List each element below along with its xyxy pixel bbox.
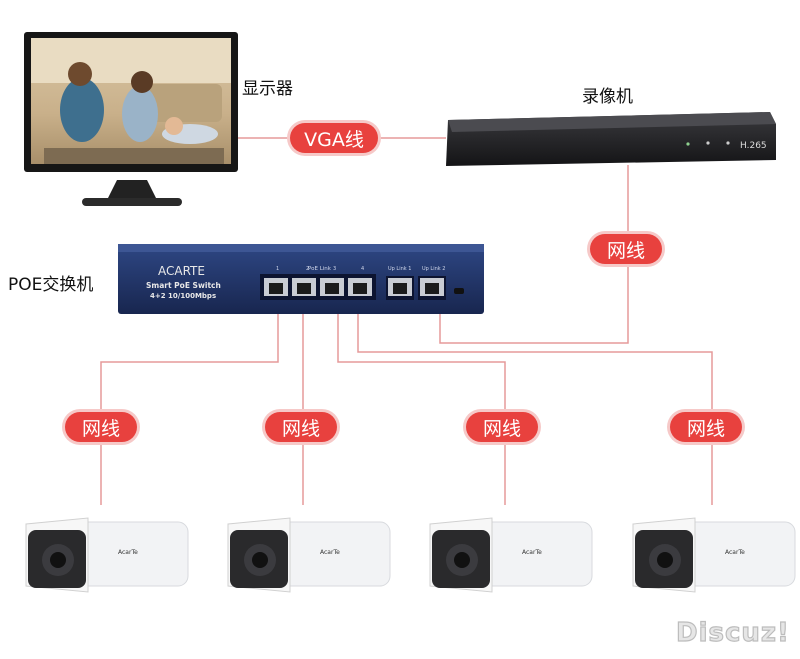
camera-3-brand: AcarTe — [522, 549, 542, 556]
poe-switch-label: POE交换机 — [8, 275, 94, 295]
camera-2-network-cable-pill: 网线 — [265, 412, 337, 442]
camera-1-brand: AcarTe — [118, 549, 138, 556]
nvr-network-cable-pill: 网线 — [590, 234, 662, 264]
camera-1-cable-line — [100, 312, 279, 505]
nvr-label: 录像机 — [582, 87, 633, 107]
switch-model-label: Smart PoE Switch — [146, 281, 221, 290]
camera-4-network-cable-pill: 网线 — [670, 412, 742, 442]
camera-3-cable-line — [337, 312, 506, 505]
switch-ports — [260, 274, 464, 300]
camera-2-brand: AcarTe — [320, 549, 340, 556]
port-number-3: 3 — [333, 266, 336, 272]
uplink-1-label: Up Link 1 — [388, 266, 411, 272]
camera-4-brand: AcarTe — [725, 549, 745, 556]
discuz-watermark: Discuz! — [675, 617, 790, 648]
camera-2: AcarTe — [227, 517, 391, 593]
port-number-4: 4 — [361, 266, 364, 272]
switch-spec-label: 4+2 10/100Mbps — [150, 292, 216, 300]
camera-1-network-cable-pill: 网线 — [65, 412, 137, 442]
monitor-label: 显示器 — [242, 79, 293, 99]
nvr-device: H.265 — [446, 112, 776, 166]
camera-3: AcarTe — [429, 517, 593, 593]
monitor-device — [24, 32, 238, 206]
poe-switch-device: ACARTE Smart PoE Switch 4+2 10/100Mbps P… — [118, 244, 484, 314]
camera-4: AcarTe — [632, 517, 796, 593]
port-number-1: 1 — [276, 266, 279, 272]
switch-poe-link-label: PoE Link — [308, 266, 332, 272]
camera-4-cable-line — [357, 312, 713, 505]
nvr-codec-label: H.265 — [740, 141, 767, 151]
port-number-2: 2 — [306, 266, 309, 272]
vga-cable-pill: VGA线 — [290, 123, 378, 153]
camera-3-network-cable-pill: 网线 — [466, 412, 538, 442]
camera-1: AcarTe — [25, 517, 189, 593]
uplink-2-label: Up Link 2 — [422, 266, 445, 272]
switch-brand-label: ACARTE — [158, 264, 205, 278]
